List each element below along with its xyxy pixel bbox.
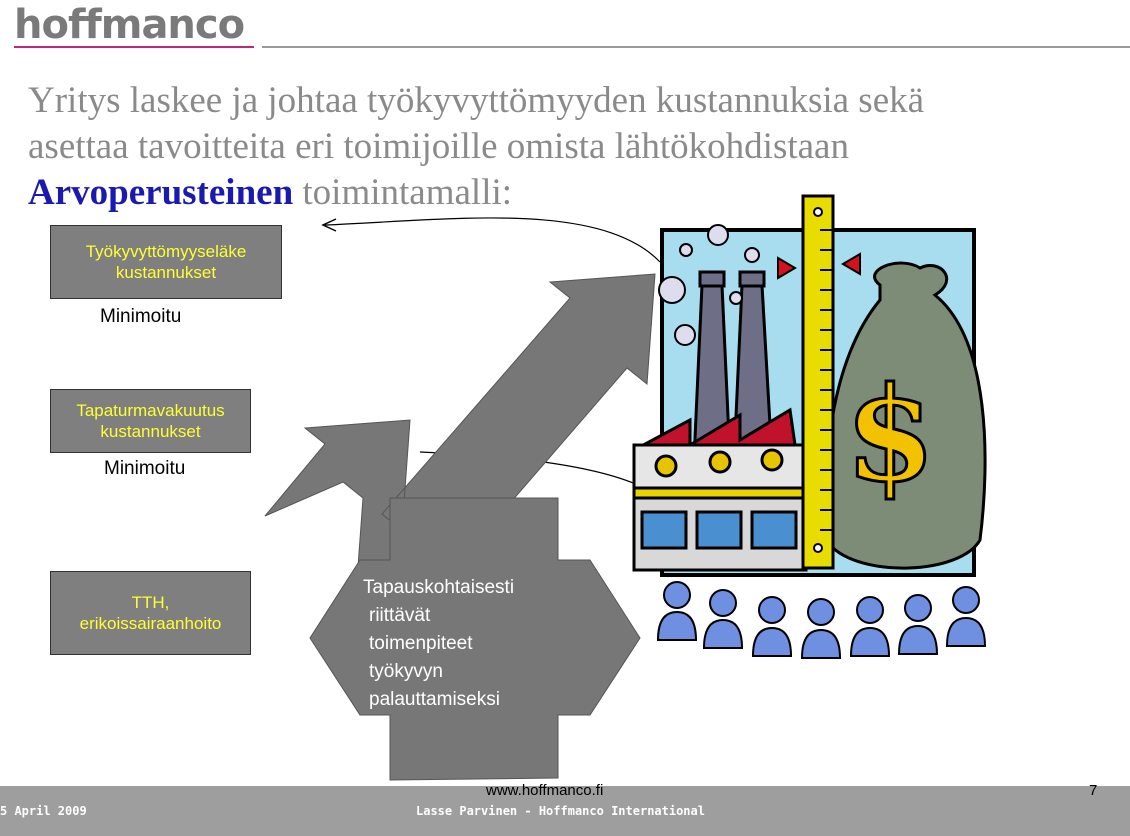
vertical-hexagon-arrow: [309, 497, 641, 781]
healthcare-box: TTH, erikoissairaanhoito: [50, 571, 251, 655]
title-line-1: Yritys laskee ja johtaa työkyvyttömyyden…: [28, 80, 925, 121]
footer-bar: [0, 786, 1130, 836]
title-line-3-rest: toimintamalli:: [293, 172, 513, 213]
accident-insurance-box: Tapaturmavakuutus kustannukset: [50, 389, 251, 453]
footer-url: www.hoffmanco.fi: [486, 782, 604, 799]
person-icon: [800, 598, 842, 659]
person-icon: [656, 581, 698, 641]
pension-status-label: Minimoitu: [100, 306, 182, 327]
box-line-1: Työkyvyttömyyseläke: [85, 242, 247, 261]
box-line-1: Tapaturmavakuutus: [76, 401, 225, 420]
page-number: 7: [1089, 782, 1098, 799]
box-line-2: kustannukset: [115, 263, 217, 282]
footer-author: Lasse Parvinen - Hoffmanco International: [416, 804, 705, 818]
title-line-3: Arvoperusteinen toimintamalli:: [28, 170, 1128, 216]
measuring-ruler: [801, 194, 835, 570]
factory-moneybag-illustration: $: [632, 194, 987, 577]
vertical-arrow-label-line-1: Tapauskohtaisesti: [363, 577, 515, 598]
footer-date: 5 April 2009: [0, 804, 87, 818]
vertical-arrow-label-line-5: palauttamiseksi: [369, 689, 500, 710]
person-icon: [945, 586, 987, 647]
vertical-arrow-label: Tapauskohtaisesti riittävät toimenpiteet…: [363, 574, 514, 714]
connector-arrow-top: [324, 217, 661, 263]
box-line-2: kustannukset: [100, 422, 201, 441]
header-divider: [262, 46, 1130, 48]
logo-underline: [14, 46, 254, 48]
slide-title: Yritys laskee ja johtaa työkyvyttömyyden…: [28, 78, 1128, 216]
title-highlight: Arvoperusteinen: [28, 172, 294, 213]
vertical-arrow-label-line-4: työkyvyn: [369, 661, 443, 682]
accident-status-label: Minimoitu: [104, 458, 186, 479]
pension-cost-box: Työkyvyttömyyseläke kustannukset: [50, 225, 282, 299]
box-line-1: TTH,: [131, 593, 170, 612]
title-line-2: asettaa tavoitteita eri toimijoille omis…: [28, 126, 849, 167]
dollar-sign-icon: $: [845, 358, 935, 511]
connector-arrowhead-top: [321, 218, 337, 232]
vertical-arrow-label-line-2: riittävät: [369, 605, 431, 626]
person-icon: [897, 594, 939, 655]
person-icon: [751, 596, 793, 657]
ruler-marker-left: [777, 256, 797, 280]
ruler-marker-right: [841, 252, 861, 276]
box-line-2: erikoissairaanhoito: [79, 614, 222, 633]
company-logo: hoffmanco: [14, 2, 245, 48]
people-group: [656, 581, 987, 659]
person-icon: [702, 589, 744, 649]
person-icon: [849, 596, 891, 657]
vertical-arrow-label-line-3: toimenpiteet: [369, 633, 473, 654]
